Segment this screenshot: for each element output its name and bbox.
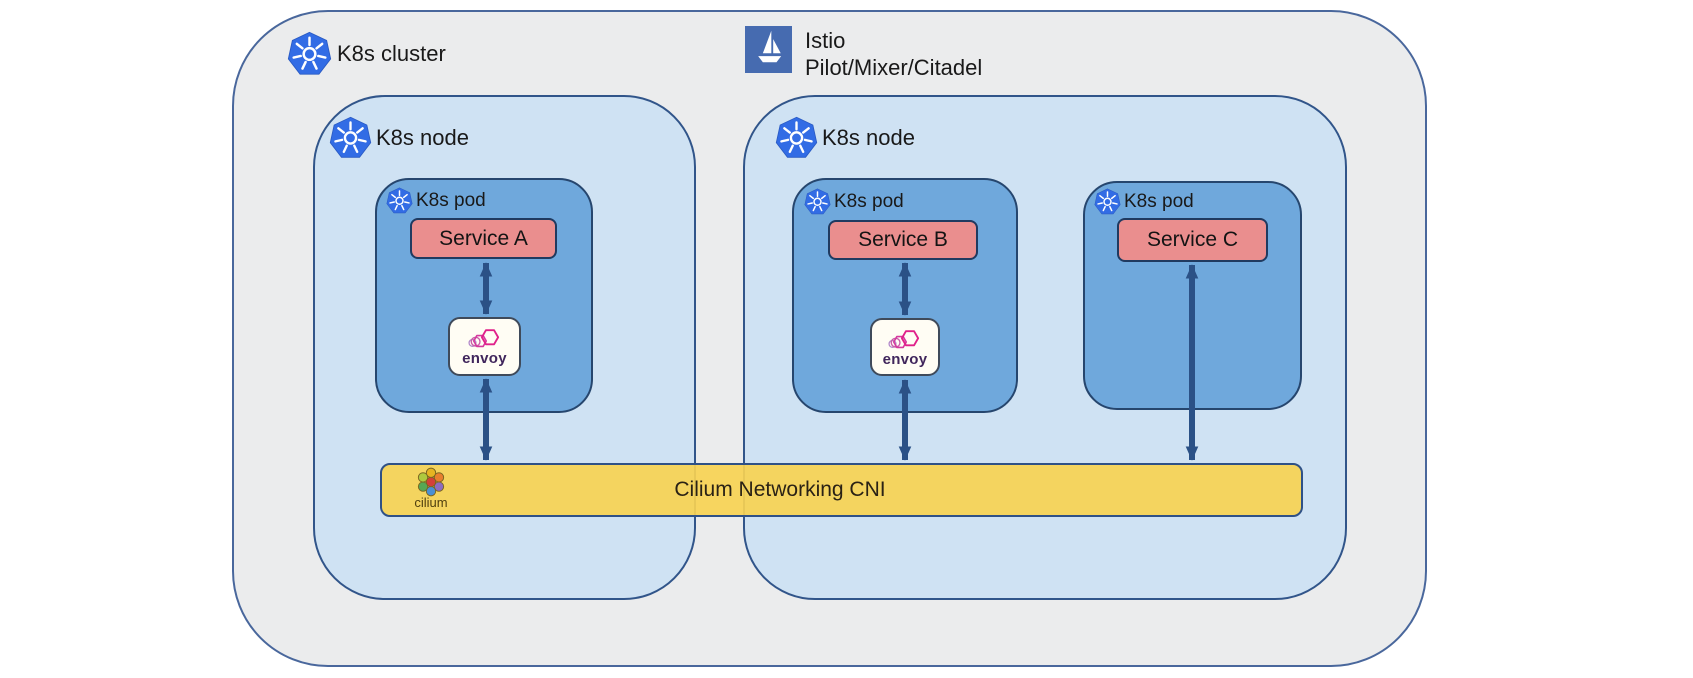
k8s-logo-icon [775, 116, 818, 159]
envoy-logo-icon [464, 326, 506, 351]
service-b-label: Service B [858, 228, 948, 251]
service-b-box: Service B [828, 220, 978, 260]
service-a-box: Service A [410, 218, 557, 259]
cilium-wordmark: cilium [414, 495, 448, 510]
k8s-logo-icon [287, 31, 332, 76]
service-a-label: Service A [439, 226, 528, 250]
cilium-brand: cilium [398, 467, 464, 510]
pod-c-label-row: K8s pod [1094, 188, 1194, 215]
envoy-sidecar-b-box: envoy [870, 318, 940, 376]
node-2-label-row: K8s node [775, 116, 915, 159]
istio-sailboat-icon [745, 26, 792, 73]
envoy-wordmark: envoy [462, 350, 507, 367]
service-c-box: Service C [1117, 218, 1268, 262]
k8s-logo-icon [804, 188, 831, 215]
envoy-sidecar-a-box: envoy [448, 317, 521, 376]
pod-a-label-row: K8s pod [386, 187, 486, 214]
istio-subtitle: Pilot/Mixer/Citadel [805, 55, 983, 80]
pod-a-label: K8s pod [416, 189, 486, 211]
node-1-label: K8s node [376, 124, 469, 150]
istio-text-block: Istio Pilot/Mixer/Citadel [805, 26, 982, 81]
k8s-logo-icon [329, 116, 372, 159]
cluster-label-row: K8s cluster [287, 31, 446, 76]
service-c-label: Service C [1146, 228, 1239, 251]
node-2-label: K8s node [822, 124, 915, 150]
pod-c-label: K8s pod [1124, 190, 1194, 212]
k8s-logo-icon [386, 187, 413, 214]
cilium-bar-label: Cilium Networking CNI [674, 478, 886, 501]
cilium-logo-icon [416, 467, 446, 497]
k8s-logo-icon [1094, 188, 1121, 215]
envoy-wordmark: envoy [882, 350, 928, 368]
istio-label-row: Istio Pilot/Mixer/Citadel [745, 26, 982, 81]
istio-title: Istio [805, 28, 846, 53]
envoy-logo-icon [884, 327, 926, 352]
pod-b-label-row: K8s pod [804, 188, 904, 215]
pod-b-label: K8s pod [834, 190, 904, 212]
cilium-cni-bar: cilium Cilium Networking CNI [380, 463, 1303, 517]
cluster-label: K8s cluster [337, 40, 446, 66]
node-1-label-row: K8s node [329, 116, 469, 159]
k8s-pod-c-container [1083, 181, 1302, 410]
